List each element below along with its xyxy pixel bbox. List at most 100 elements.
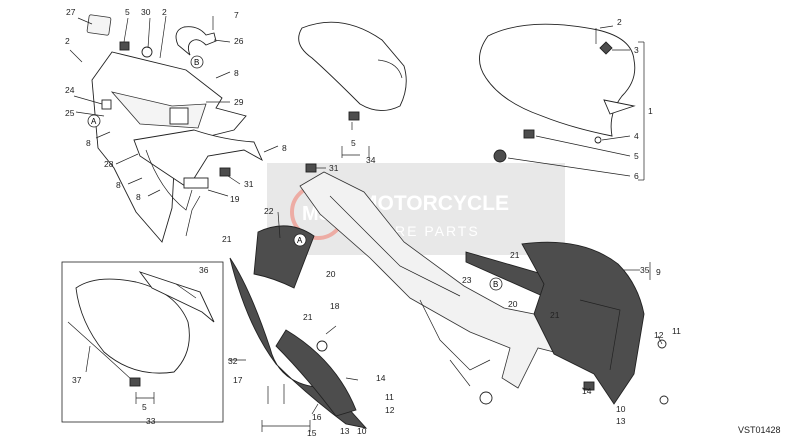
inset-clip bbox=[129, 377, 141, 387]
clip-14 bbox=[583, 381, 595, 391]
screw-8b bbox=[263, 145, 279, 153]
callout-label: 11 bbox=[385, 392, 394, 402]
callout-label: 5 bbox=[351, 138, 356, 148]
tail-panel-right bbox=[521, 241, 645, 405]
callout-label: 5 bbox=[634, 151, 639, 161]
callout-label: 30 bbox=[141, 7, 151, 17]
callout-label: 2 bbox=[617, 17, 622, 27]
rubber-grommet-16 bbox=[316, 340, 328, 352]
callout-label: 18 bbox=[330, 301, 340, 311]
screw-8e bbox=[147, 189, 161, 197]
callout-label: 31 bbox=[244, 179, 254, 189]
callout-label: 13 bbox=[616, 416, 626, 426]
frame-eye bbox=[479, 391, 493, 405]
marker-a-1 bbox=[87, 114, 101, 128]
bracket-19 bbox=[183, 177, 209, 189]
screw-2 bbox=[69, 49, 83, 63]
cable bbox=[185, 195, 201, 237]
callout-label: 4 bbox=[634, 131, 639, 141]
clip-31 bbox=[219, 167, 231, 177]
callout-label: 29 bbox=[234, 97, 244, 107]
callout-label: 16 bbox=[312, 412, 322, 422]
clip bbox=[119, 41, 130, 51]
callout-label: 21 bbox=[222, 234, 232, 244]
ecu-box bbox=[169, 107, 189, 125]
marker-b-1 bbox=[190, 55, 204, 69]
assembly-markers: B A A B bbox=[87, 55, 503, 291]
callout-label: 22 bbox=[264, 206, 274, 216]
callout-label: 28 bbox=[104, 159, 114, 169]
callout-label: 1 bbox=[648, 106, 653, 116]
passenger-seat bbox=[298, 21, 407, 111]
clip-31-center bbox=[305, 163, 317, 173]
right-side-panels bbox=[465, 241, 669, 405]
washer bbox=[594, 136, 602, 144]
seat-strap bbox=[175, 26, 217, 56]
callout-label: 31 bbox=[329, 163, 339, 173]
side-panel-22 bbox=[253, 225, 315, 289]
marker-b-2 bbox=[489, 277, 503, 291]
rear-subframe bbox=[299, 163, 585, 405]
callout-label: 9 bbox=[656, 267, 661, 277]
left-side-panels bbox=[229, 225, 368, 429]
rubber-buffer bbox=[493, 149, 507, 163]
callout-label: 12 bbox=[385, 405, 395, 415]
callout-label: 26 bbox=[234, 36, 244, 46]
callout-label: 5 bbox=[142, 402, 147, 412]
callout-label: 21 bbox=[550, 310, 560, 320]
inset-frame bbox=[61, 261, 224, 423]
callout-label: 3 bbox=[634, 45, 639, 55]
callout-label: 8 bbox=[86, 138, 91, 148]
screw-8c bbox=[95, 131, 111, 139]
callout-label: 10 bbox=[616, 404, 626, 414]
marker-a-1-label: A bbox=[91, 117, 97, 126]
callout-label: 6 bbox=[634, 171, 639, 181]
callout-label: 2 bbox=[162, 7, 167, 17]
callout-label: 8 bbox=[136, 192, 141, 202]
lower-panel bbox=[275, 329, 357, 417]
callout-label: 21 bbox=[510, 250, 520, 260]
callout-label: 36 bbox=[199, 265, 209, 275]
passenger-seat-assembly bbox=[298, 21, 407, 130]
callout-label: 8 bbox=[116, 180, 121, 190]
callout-label: 8 bbox=[234, 68, 239, 78]
marker-a-2-label: A bbox=[297, 236, 303, 245]
callout-label: 10 bbox=[357, 426, 367, 436]
leader-lines bbox=[73, 15, 663, 432]
callout-label: 2 bbox=[65, 36, 70, 46]
callout-label: 33 bbox=[146, 416, 156, 426]
callout-label: 13 bbox=[340, 426, 350, 436]
seat-hook bbox=[603, 99, 636, 115]
callout-label: 8 bbox=[282, 143, 287, 153]
callout-label: 15 bbox=[307, 428, 317, 437]
callout-label: 17 bbox=[233, 375, 243, 385]
marker-b-1-label: B bbox=[194, 58, 199, 67]
nut-24 bbox=[101, 99, 112, 110]
callout-label: 24 bbox=[65, 85, 75, 95]
callout-label: 5 bbox=[125, 7, 130, 17]
callout-label: 20 bbox=[326, 269, 336, 279]
callout-label: 14 bbox=[376, 373, 386, 383]
screw-8 bbox=[215, 71, 231, 79]
callout-label: 12 bbox=[654, 330, 664, 340]
callout-label: 35 bbox=[640, 265, 650, 275]
marker-a-2 bbox=[293, 233, 307, 247]
marker-b-2-label: B bbox=[493, 280, 498, 289]
grommet bbox=[141, 46, 153, 58]
seat-clip bbox=[348, 111, 360, 121]
screw-8d bbox=[127, 177, 143, 185]
watermark-title: MOTORCYCLE bbox=[360, 192, 509, 215]
callout-label: 21 bbox=[303, 312, 313, 322]
seat-bracket bbox=[599, 41, 613, 55]
cowl-trim bbox=[138, 271, 215, 323]
screw-10 bbox=[659, 395, 669, 405]
cowl-strip bbox=[67, 321, 133, 381]
seat-clip-5 bbox=[523, 129, 535, 139]
drawing-id: VST01428 bbox=[738, 425, 781, 435]
inset-seat-cowl bbox=[61, 261, 224, 423]
rider-seat bbox=[479, 23, 636, 137]
callout-label: 14 bbox=[582, 386, 592, 396]
callout-label: 23 bbox=[462, 275, 472, 285]
